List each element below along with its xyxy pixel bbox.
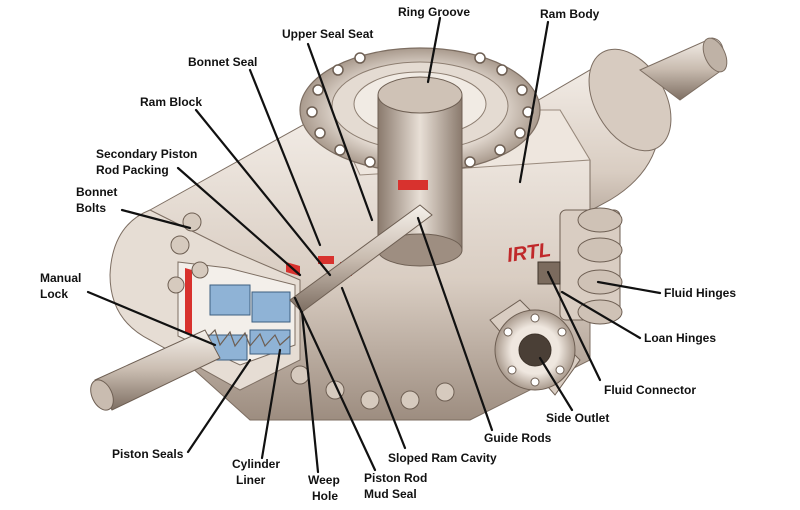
label-bonnet-bolts-line2: Bolts [76, 201, 106, 215]
label-cylinder-liner-line1: Cylinder [232, 457, 280, 471]
label-guide-rods: Guide Rods [484, 431, 552, 445]
top-flange [299, 47, 541, 267]
label-ring-groove: Ring Groove [398, 5, 470, 19]
lower-hinge-bolts [290, 365, 455, 410]
label-ram-body: Ram Body [540, 7, 600, 21]
label-loan-hinges: Loan Hinges [644, 331, 716, 345]
label-secondary-piston-line1: Secondary Piston [96, 147, 197, 161]
label-weep-hole-line1: Weep [308, 473, 340, 487]
label-manual-lock-line2: Lock [40, 287, 68, 301]
label-side-outlet: Side Outlet [546, 411, 609, 425]
label-manual-lock-line1: Manual [40, 271, 81, 285]
label-weep-hole-line2: Hole [312, 489, 338, 503]
flange-bolts [306, 52, 534, 168]
label-sloped-ram-cavity: Sloped Ram Cavity [388, 451, 497, 465]
leader-lines [86, 16, 662, 474]
label-ram-block: Ram Block [140, 95, 202, 109]
label-cylinder-liner-line2: Liner [236, 473, 266, 487]
label-piston-rod-mud-seal-line2: Mud Seal [364, 487, 417, 501]
left-rod [90, 329, 221, 411]
callout-labels: Ring Groove Ram Body Upper Seal Seat Bon… [40, 5, 736, 503]
label-upper-seal-seat: Upper Seal Seat [282, 27, 373, 41]
side-outlet-flange [489, 299, 581, 396]
label-fluid-hinges: Fluid Hinges [664, 286, 736, 300]
label-bonnet-bolts-line1: Bonnet [76, 185, 117, 199]
label-piston-rod-mud-seal-line1: Piston Rod [364, 471, 427, 485]
label-secondary-piston-line2: Rod Packing [96, 163, 169, 177]
label-bonnet-seal: Bonnet Seal [188, 55, 257, 69]
label-piston-seals: Piston Seals [112, 447, 184, 461]
label-fluid-connector: Fluid Connector [604, 383, 696, 397]
lock-spring [204, 328, 291, 348]
